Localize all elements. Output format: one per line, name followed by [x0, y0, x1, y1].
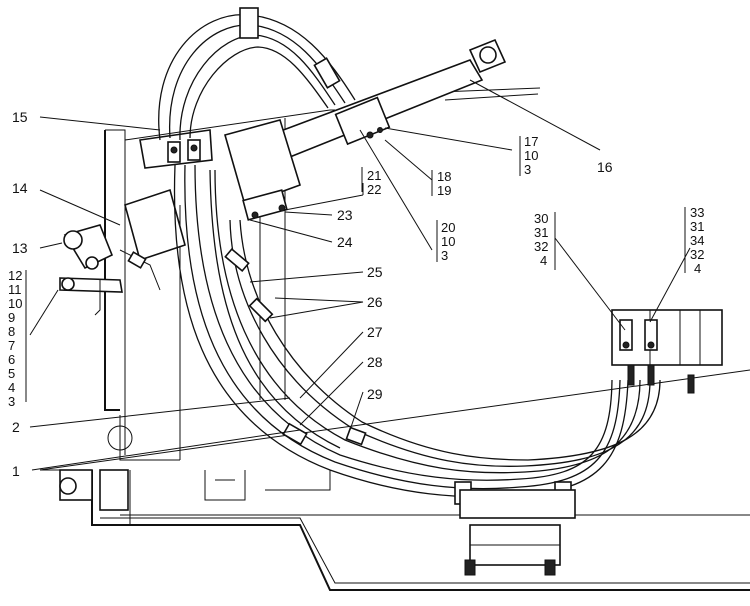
label-23: 23: [337, 207, 353, 223]
valve-block: [59, 129, 213, 316]
label-34: 34: [690, 233, 704, 248]
label-22: 22: [367, 182, 381, 197]
label-1: 1: [12, 463, 20, 479]
label-12: 12: [8, 268, 22, 283]
label-19: 19: [437, 183, 451, 198]
label-17-3: 3: [524, 162, 531, 177]
leader-lines: [25, 79, 691, 471]
label-20-10: 10: [441, 234, 455, 249]
label-8: 8: [8, 324, 15, 339]
label-13: 13: [12, 240, 28, 256]
label-24: 24: [337, 234, 353, 250]
label-30: 30: [534, 211, 548, 226]
label-33-31: 31: [690, 219, 704, 234]
label-30-4: 4: [540, 253, 547, 268]
label-4: 4: [8, 380, 15, 395]
label-21: 21: [367, 168, 381, 183]
label-20-3: 3: [441, 248, 448, 263]
label-33-32: 32: [690, 247, 704, 262]
label-28: 28: [367, 354, 383, 370]
hydraulic-cylinder: [224, 38, 507, 221]
label-15: 15: [12, 109, 28, 125]
label-16: 16: [597, 159, 613, 175]
label-17-10: 10: [524, 148, 538, 163]
label-2: 2: [12, 419, 20, 435]
label-10: 10: [8, 296, 22, 311]
right-fittings-block: [611, 309, 723, 394]
label-5: 5: [8, 366, 15, 381]
label-27: 27: [367, 324, 383, 340]
label-9: 9: [8, 310, 15, 325]
label-33: 33: [690, 205, 704, 220]
label-29: 29: [367, 386, 383, 402]
label-30-31: 31: [534, 225, 548, 240]
label-26: 26: [367, 294, 383, 310]
label-14: 14: [12, 180, 28, 196]
label-33-4: 4: [694, 261, 701, 276]
label-25: 25: [367, 264, 383, 280]
label-7: 7: [8, 338, 15, 353]
callout-labels: 1 2 12 11 10 9 8 7 6 5 4 3 13 14 15 16 1…: [8, 109, 704, 479]
label-17: 17: [524, 134, 538, 149]
label-18: 18: [437, 169, 451, 184]
hoses: [158, 7, 661, 576]
label-30-32: 32: [534, 239, 548, 254]
label-6: 6: [8, 352, 15, 367]
label-3: 3: [8, 394, 15, 409]
label-20: 20: [441, 220, 455, 235]
label-11: 11: [8, 282, 22, 297]
